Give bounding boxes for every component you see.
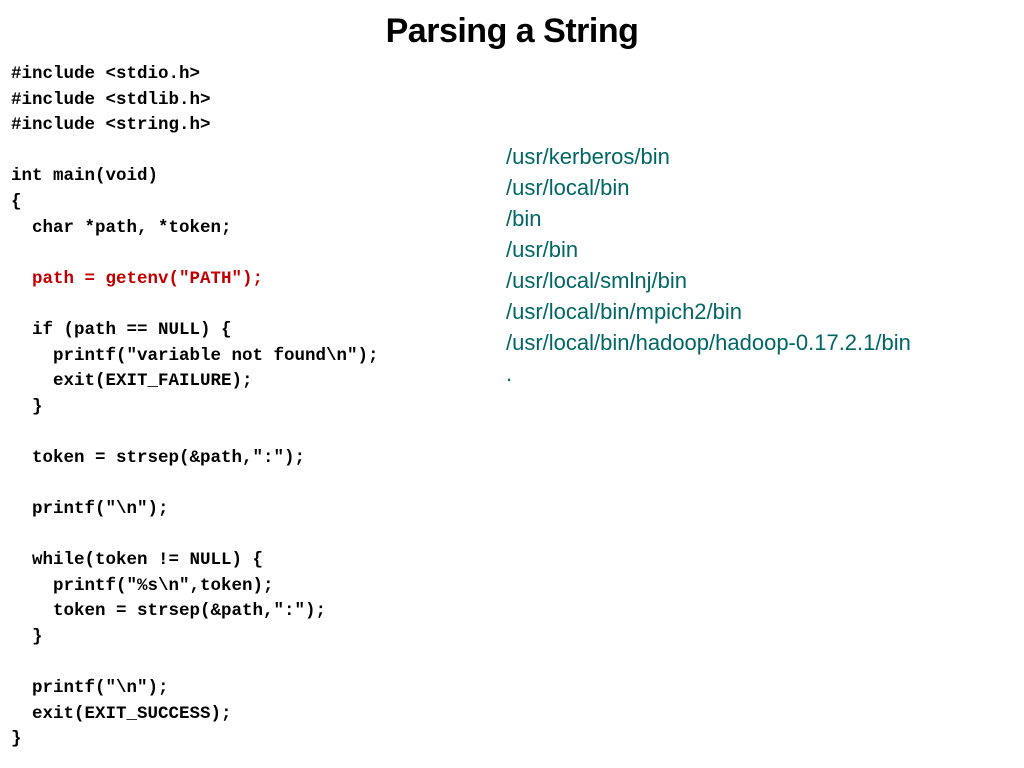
code-line: } (11, 396, 43, 417)
slide-title: Parsing a String (385, 12, 639, 50)
code-line: #include <stdio.h> (11, 64, 201, 84)
code-line (11, 241, 379, 267)
code-line: printf("\n"); (11, 499, 169, 520)
output-line: /usr/local/smlnj/bin (506, 268, 687, 293)
code-line: token = strsep(&path,":"); (11, 601, 327, 622)
output-line: /usr/local/bin/hadoop/hadoop-0.17.2.1/bi… (506, 330, 911, 355)
code-line: printf("\n"); (11, 678, 169, 699)
code-line: exit(EXIT_SUCCESS); (11, 703, 232, 724)
code-line: if (path == NULL) { (11, 319, 232, 340)
code-line: #include <stdlib.h> (11, 89, 211, 110)
code-line: token = strsep(&path,":"); (11, 447, 306, 468)
code-line (11, 420, 379, 446)
code-listing: #include <stdio.h> #include <stdlib.h> #in… (11, 62, 379, 753)
code-line (11, 523, 379, 549)
code-line: int main(void) (11, 166, 159, 187)
code-line (11, 139, 379, 165)
code-line: { (11, 191, 22, 212)
code-line (11, 472, 379, 498)
code-line: printf("%s\n",token); (11, 575, 274, 596)
output-line: /usr/local/bin (506, 175, 630, 200)
code-line: while(token != NULL) { (11, 550, 264, 571)
output-line: /usr/kerberos/bin (506, 144, 670, 169)
code-line-highlighted: path = getenv("PATH"); (11, 268, 264, 289)
output-line: /bin (506, 206, 542, 231)
code-line: } (11, 729, 22, 750)
code-line: } (11, 627, 43, 648)
program-output: /usr/kerberos/bin/usr/local/bin/bin/usr/… (506, 141, 911, 389)
output-line: /usr/local/bin/mpich2/bin (506, 299, 743, 324)
code-line: printf("variable not found\n"); (11, 345, 379, 366)
code-line: char *path, *token; (11, 217, 232, 238)
output-line: . (506, 361, 513, 386)
code-line: #include <string.h> (11, 115, 211, 136)
code-line (11, 292, 379, 318)
code-line: exit(EXIT_FAILURE); (11, 371, 253, 392)
output-line: /usr/bin (506, 237, 579, 262)
code-line (11, 651, 379, 677)
